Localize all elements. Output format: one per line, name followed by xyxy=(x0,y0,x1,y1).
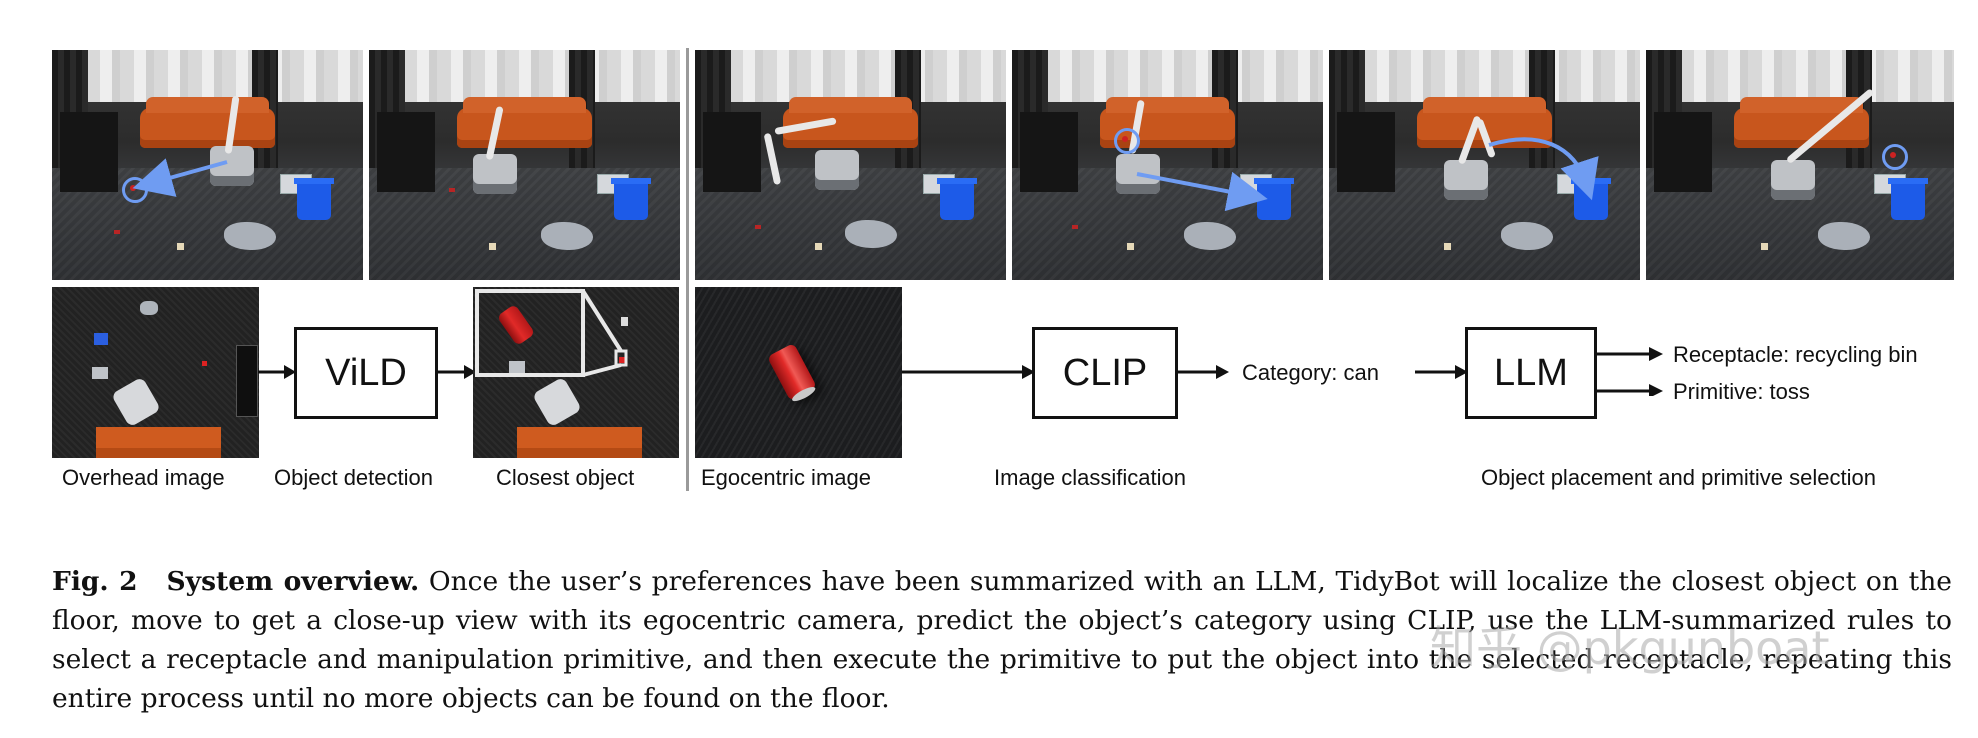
carry-trajectory-arrow xyxy=(1136,171,1268,212)
scene-photo-4 xyxy=(1012,50,1323,280)
label-object-detection: Object detection xyxy=(274,465,433,490)
egocentric-image xyxy=(695,287,902,458)
label-closest-object: Closest object xyxy=(496,465,635,490)
zoom-callout-outline xyxy=(475,289,628,377)
label-egocentric-image: Egocentric image xyxy=(701,465,871,490)
llm-block: LLM xyxy=(1465,327,1597,419)
arrow-clip-to-category xyxy=(1178,365,1229,379)
approach-trajectory-arrow xyxy=(132,158,228,197)
overhead-image xyxy=(52,287,259,458)
arrow-vild-to-closest xyxy=(438,365,476,379)
arrow-category-to-llm xyxy=(1415,365,1468,379)
label-placement-selection: Object placement and primitive selection xyxy=(1481,465,1876,490)
figure-caption: Fig. 2 System overview. Once the user’s … xyxy=(52,562,1952,718)
stage-divider xyxy=(686,48,689,491)
arrow-egocentric-to-clip xyxy=(902,365,1035,379)
caption-body: Once the user’s preferences have been su… xyxy=(52,566,1952,714)
clip-block: CLIP xyxy=(1032,327,1178,419)
category-output-text: Category: can xyxy=(1242,360,1379,385)
receptacle-output-text: Receptacle: recycling bin xyxy=(1673,342,1918,367)
label-overhead-image: Overhead image xyxy=(62,465,225,490)
primitive-output-text: Primitive: toss xyxy=(1673,379,1810,404)
arrows-llm-to-outputs xyxy=(1597,347,1663,396)
label-image-classification: Image classification xyxy=(994,465,1186,490)
watermark-text: 知乎 @pkgunboat xyxy=(1430,621,1830,675)
scene-photo-3 xyxy=(695,50,1006,280)
scene-photo-2 xyxy=(369,50,680,280)
scene-photo-1 xyxy=(52,50,363,280)
closest-object-image xyxy=(473,287,679,458)
vild-block: ViLD xyxy=(294,327,438,419)
scene-photo-6 xyxy=(1646,50,1954,280)
scene-photo-5 xyxy=(1329,50,1640,280)
figure-label: Fig. 2 xyxy=(52,566,138,597)
toss-trajectory-arrow xyxy=(1488,137,1599,201)
caption-title: System overview. xyxy=(166,566,420,597)
arrow-overhead-to-vild xyxy=(258,365,296,379)
